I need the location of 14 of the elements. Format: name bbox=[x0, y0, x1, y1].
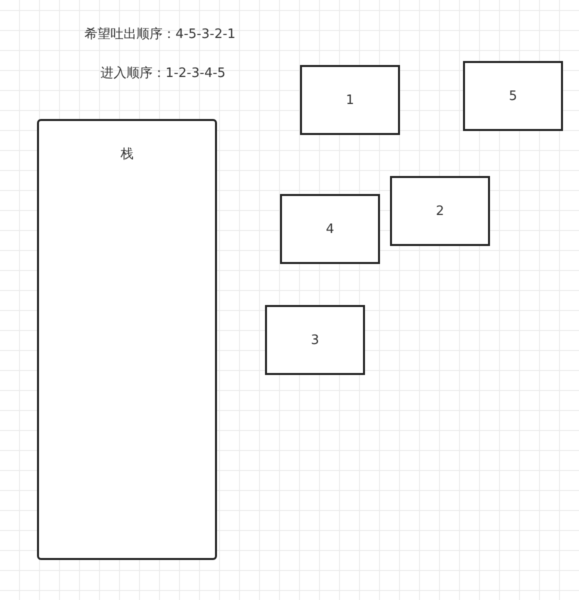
element-box bbox=[463, 61, 563, 131]
element-box bbox=[265, 305, 365, 375]
box-number: 2 bbox=[436, 204, 444, 218]
element-box bbox=[390, 176, 490, 246]
box-number: 5 bbox=[508, 88, 518, 104]
box-number: 4 bbox=[326, 222, 334, 236]
box-number: 1 bbox=[346, 92, 354, 108]
element-box bbox=[300, 65, 400, 135]
order-note: 希望吐出顺序：4-5-3-2-1 bbox=[84, 26, 236, 43]
element-box bbox=[280, 194, 380, 264]
order-note: 进入顺序：1-2-3-4-5 bbox=[100, 65, 226, 82]
box-number: 3 bbox=[310, 332, 320, 348]
stack-label: 栈 bbox=[120, 146, 134, 163]
stack-container bbox=[37, 119, 217, 560]
